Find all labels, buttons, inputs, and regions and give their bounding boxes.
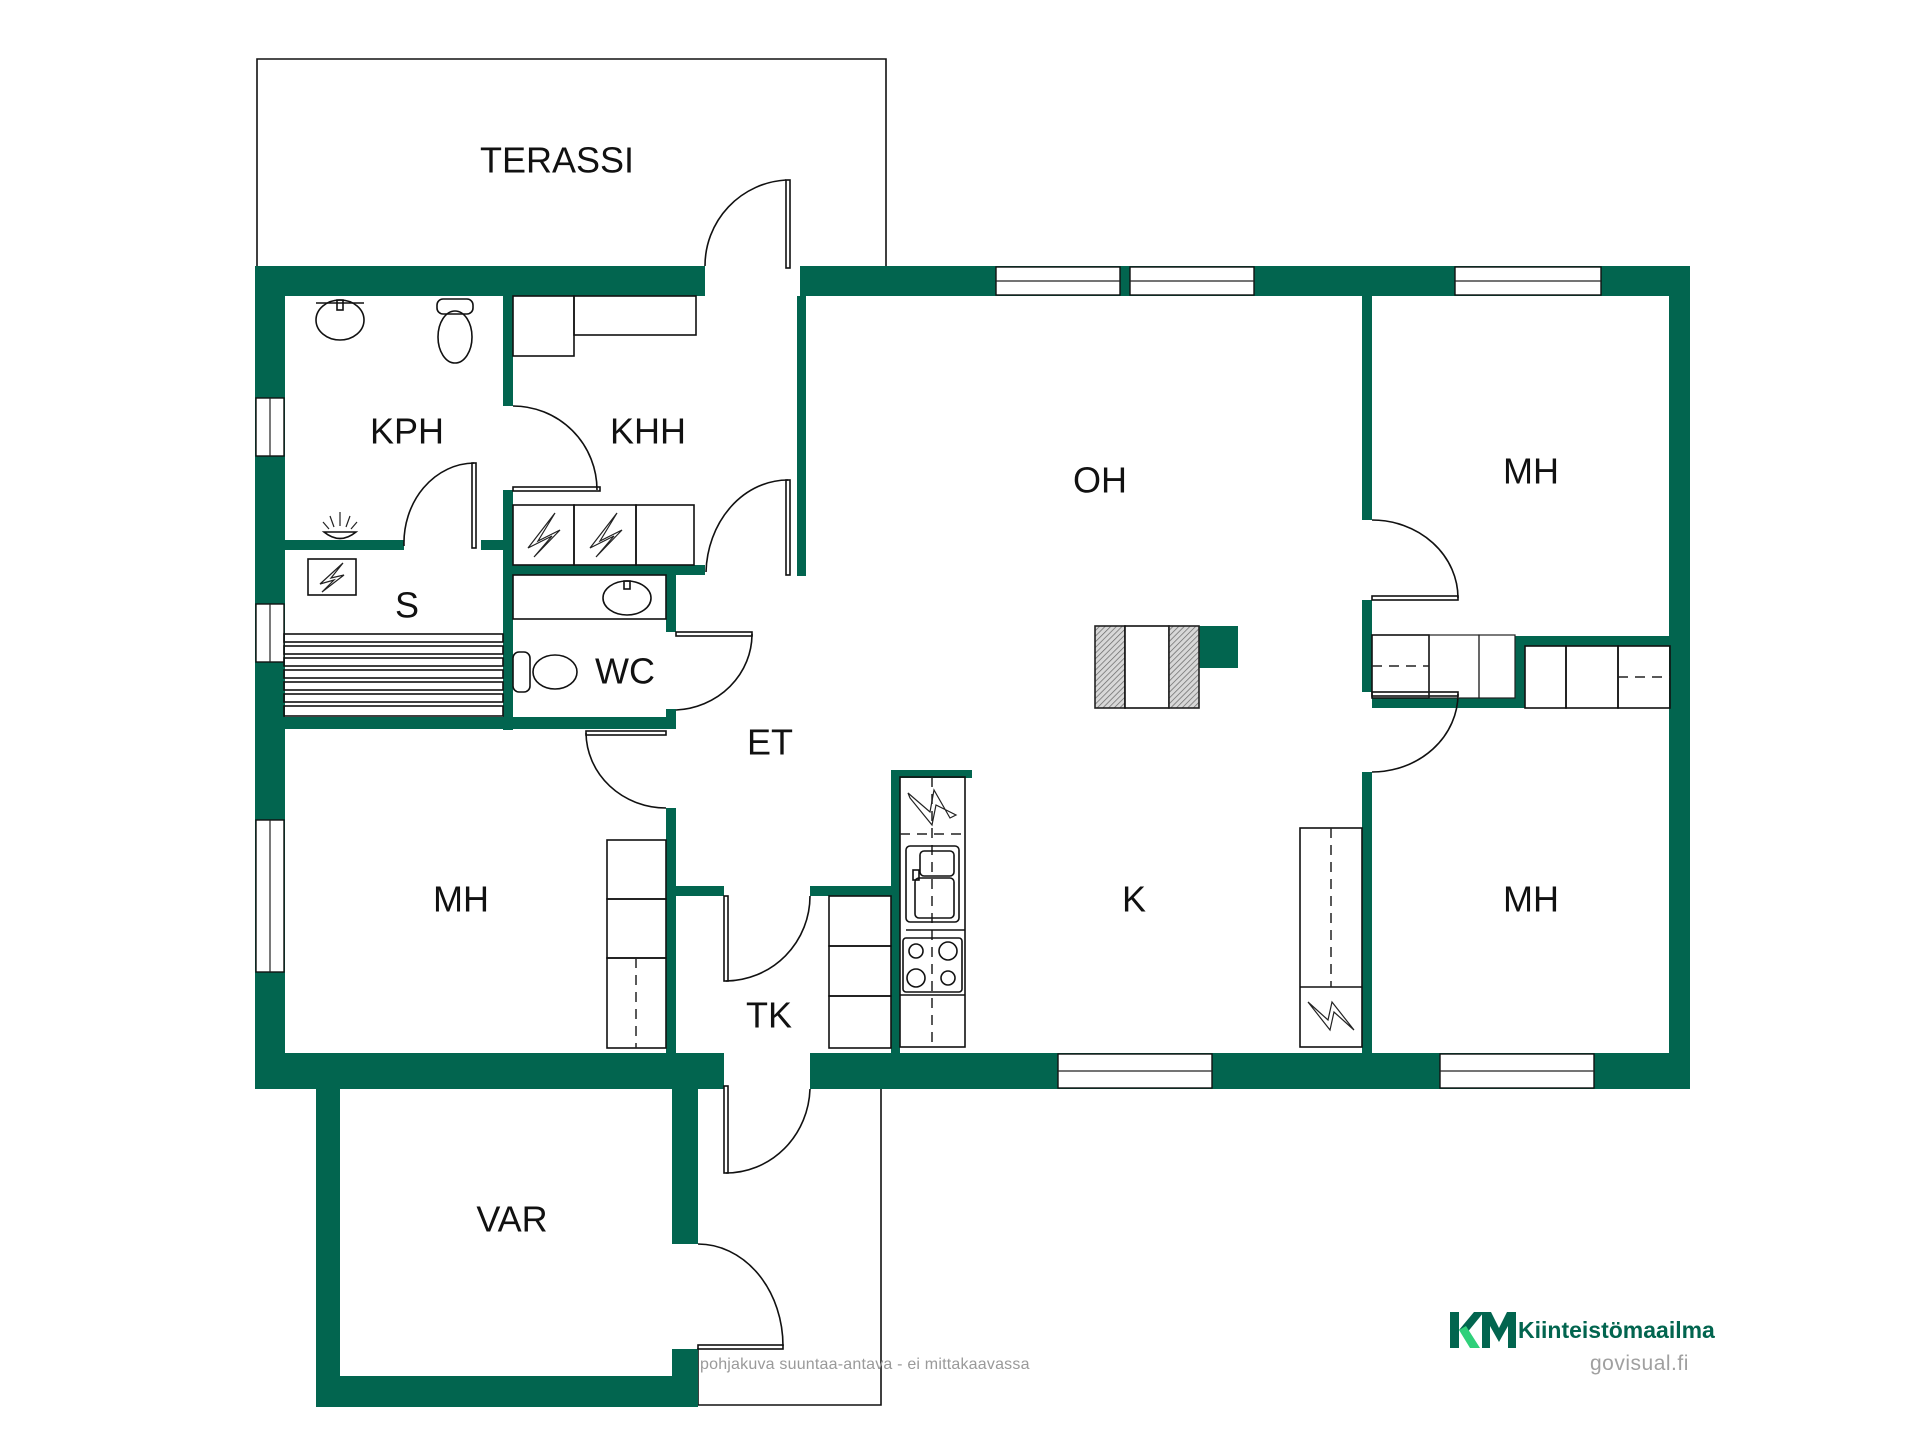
electric-icon: [907, 788, 958, 827]
fixtures: [283, 295, 1671, 1049]
label-bedroom-top-right: MH: [1503, 451, 1559, 492]
label-bedroom-left: MH: [433, 879, 489, 920]
label-terrace: TERASSI: [480, 140, 634, 181]
brand-logo[interactable]: Kiinteistömaailma: [1450, 1312, 1715, 1348]
electric-icon: [319, 562, 345, 593]
km-logo-icon: [1450, 1312, 1516, 1348]
room-labels: TERASSI KPH KHH S WC ET OH K MH MH MH TK…: [370, 140, 1559, 1240]
fireplace: [1094, 625, 1200, 709]
electric-icon: [1307, 1000, 1355, 1032]
windows: [255, 266, 1602, 1089]
brand-name: Kiinteistömaailma: [1518, 1316, 1715, 1343]
label-bedroom-bottom-right: MH: [1503, 879, 1559, 920]
label-utility: KHH: [610, 411, 686, 452]
electric-icon: [589, 512, 623, 558]
label-wc: WC: [595, 651, 655, 692]
disclaimer-note: pohjakuva suuntaa-antava - ei mittakaava…: [700, 1356, 1030, 1373]
label-wind-porch: TK: [746, 995, 792, 1036]
label-living: OH: [1073, 460, 1127, 501]
terrace: [256, 58, 887, 270]
label-kitchen: K: [1122, 879, 1146, 920]
credit-text[interactable]: govisual.fi: [1590, 1352, 1689, 1375]
label-storage: VAR: [476, 1199, 547, 1240]
electric-icon: [527, 512, 561, 558]
label-sauna: S: [395, 585, 419, 626]
outer-walls: [255, 266, 1690, 1407]
label-bathroom: KPH: [370, 411, 444, 452]
label-hall: ET: [747, 722, 793, 763]
interior-walls: [284, 296, 1670, 1054]
doors: [403, 179, 1459, 1350]
sauna-benches: [283, 633, 504, 717]
